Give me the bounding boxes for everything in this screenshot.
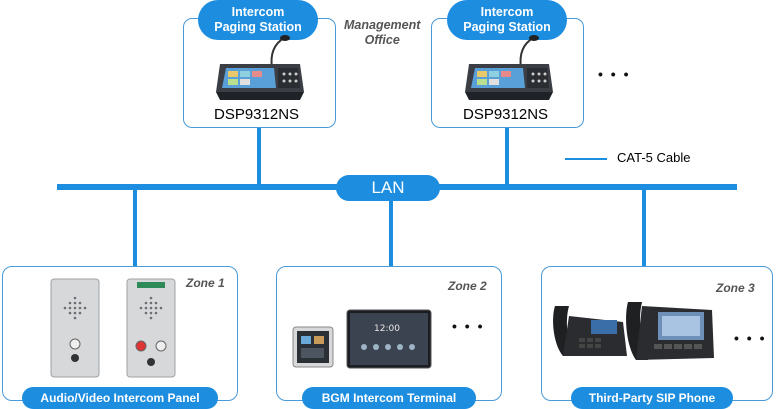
intercom-panel-image-1 <box>50 278 100 378</box>
connector-zone-3 <box>642 188 646 266</box>
management-label-line2: Office <box>364 33 400 47</box>
connector-zone-2 <box>389 188 393 266</box>
connector-station-1 <box>257 128 261 186</box>
legend: CAT-5 Cable <box>565 150 725 168</box>
zone-2-label: Zone 2 <box>448 279 487 293</box>
management-office-label: Management Office <box>344 18 420 48</box>
station-title-line1: Intercom <box>231 5 285 19</box>
paging-console-image-2 <box>465 35 553 100</box>
zone-1-label: Zone 1 <box>186 276 225 290</box>
lan-label: LAN <box>336 175 440 201</box>
station-model-2: DSP9312NS <box>463 106 549 123</box>
legend-line-swatch <box>565 158 607 160</box>
legend-label: CAT-5 Cable <box>617 150 691 165</box>
station-title-line2: Paging Station <box>214 20 302 34</box>
station-title-1: Intercom Paging Station <box>198 0 318 40</box>
intercom-panel-image-2 <box>126 278 176 378</box>
svg-text:12:00: 12:00 <box>374 324 400 334</box>
zone-1-caption: Audio/Video Intercom Panel <box>22 387 218 409</box>
zone-2-ellipsis: • • • <box>452 318 485 334</box>
connector-zone-1 <box>133 188 137 266</box>
station-model-1: DSP9312NS <box>214 106 300 123</box>
management-label-line1: Management <box>344 18 421 32</box>
station-title-line2: Paging Station <box>463 20 551 34</box>
more-stations-ellipsis: • • • <box>598 66 631 82</box>
sip-phone-image-1 <box>553 306 627 356</box>
small-touch-panel-image <box>292 326 334 368</box>
station-title-line1: Intercom <box>480 5 534 19</box>
connector-station-2 <box>505 128 509 186</box>
zone-3-ellipsis: • • • <box>734 330 767 346</box>
station-title-2: Intercom Paging Station <box>447 0 567 40</box>
zone-1-box <box>2 266 238 401</box>
zone-3-caption: Third-Party SIP Phone <box>571 387 733 409</box>
zone-2-caption: BGM Intercom Terminal <box>302 387 476 409</box>
paging-console-image-1 <box>216 35 304 100</box>
sip-phone-image-2 <box>626 302 714 360</box>
zone-3-label: Zone 3 <box>716 281 755 295</box>
bgm-touch-terminal-image: 12:00 <box>346 309 432 369</box>
